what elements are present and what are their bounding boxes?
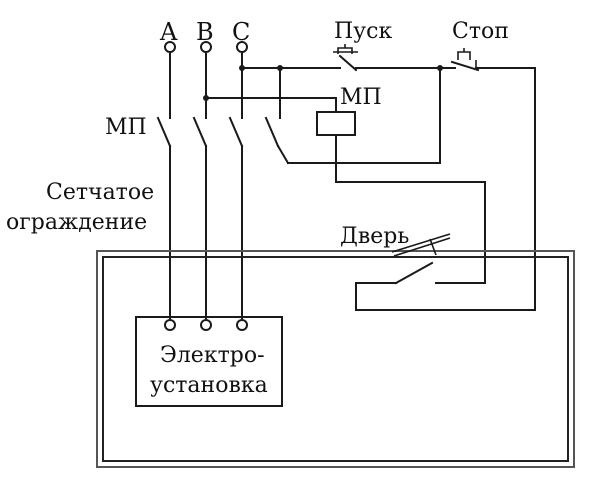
junction-phase-c <box>239 65 245 71</box>
starter-contacts-label: МП <box>105 115 147 140</box>
installation-terminal-c <box>237 320 247 330</box>
junction-start-stop <box>437 65 443 71</box>
phase-a-terminal <box>165 42 175 52</box>
stop-button-label: Стоп <box>452 19 509 44</box>
installation-label-line2: установка <box>150 373 268 398</box>
starter-coil-label: МП <box>340 85 382 110</box>
starter-coil <box>317 112 355 135</box>
door-label: Дверь <box>340 224 409 249</box>
installation-terminal-b <box>201 320 211 330</box>
phase-wires-bottom <box>170 146 242 320</box>
enclosure-label-line2: ограждение <box>6 210 147 235</box>
enclosure-label-line1: Сетчатое <box>46 180 154 205</box>
phase-wires-top <box>170 52 242 118</box>
installation-label-line1: Электро- <box>160 343 265 368</box>
installation-terminal-a <box>165 320 175 330</box>
junction-aux <box>277 65 283 71</box>
phase-c-terminal <box>237 42 247 52</box>
starter-main-contacts <box>158 118 278 146</box>
start-button-label: Пуск <box>334 19 392 44</box>
control-circuit <box>206 44 535 310</box>
phase-b-terminal <box>201 42 211 52</box>
junction-phase-b <box>203 95 209 101</box>
